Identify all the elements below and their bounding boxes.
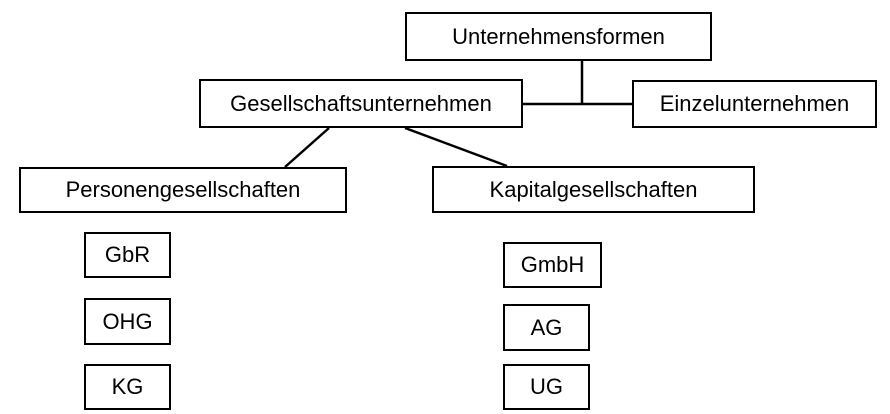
node-kg: KG [84, 364, 171, 410]
node-unternehmensformen: Unternehmensformen [405, 12, 712, 61]
node-gmbh: GmbH [503, 242, 602, 288]
connector-to-kapital [404, 126, 508, 168]
node-kapitalgesellschaften: Kapitalgesellschaften [432, 166, 755, 213]
node-ohg: OHG [84, 298, 171, 345]
node-gbr: GbR [84, 232, 171, 278]
connector-to-personen [284, 127, 330, 168]
node-ug: UG [503, 364, 590, 410]
node-personengesellschaften: Personengesellschaften [19, 167, 347, 213]
node-einzelunternehmen: Einzelunternehmen [632, 80, 877, 128]
node-gesellschaftsunternehmen: Gesellschaftsunternehmen [199, 79, 523, 128]
node-ag: AG [503, 304, 590, 351]
